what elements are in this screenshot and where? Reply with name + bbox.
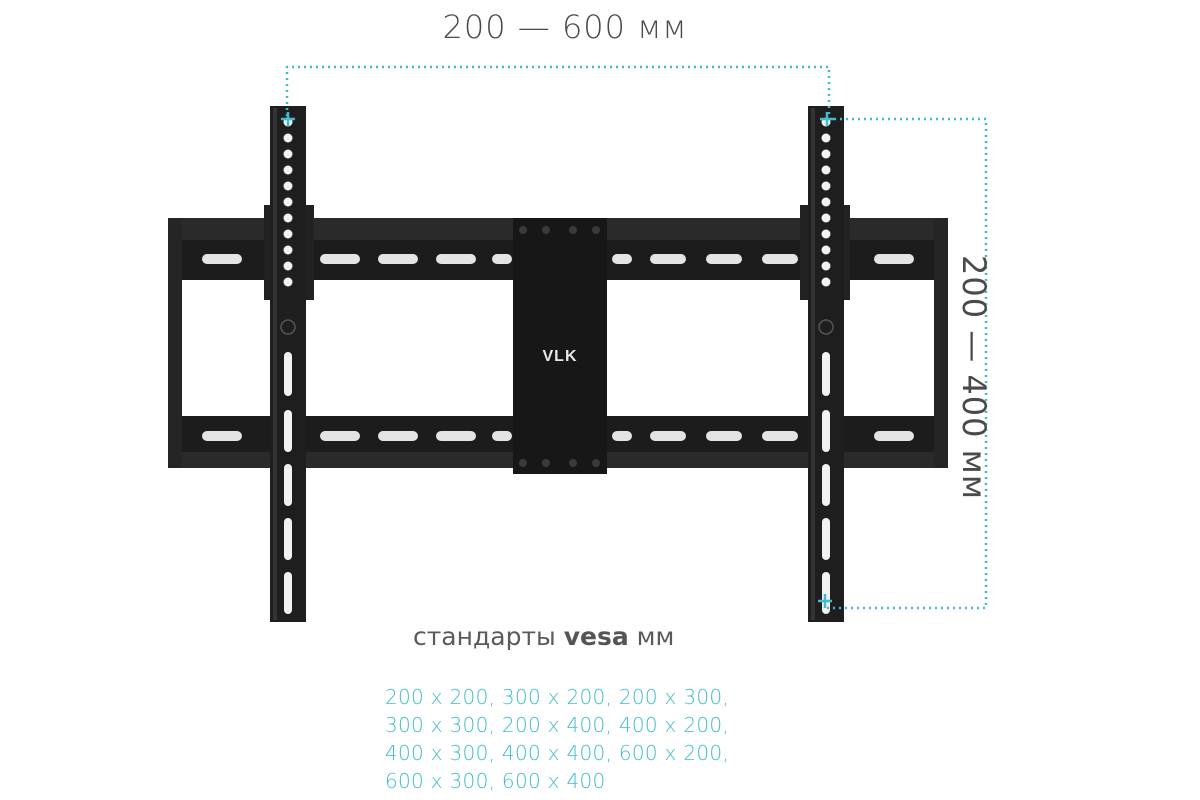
vesa-sizes-line: 200 x 200, 300 x 200, 200 x 300, [385,685,730,709]
vesa-sizes-line: 600 x 300, 600 x 400 [385,769,606,793]
mount-point-markers [281,112,834,608]
vesa-sizes-line: 300 x 300, 200 x 400, 400 x 200, [385,713,730,737]
heading-vesa: vesa [563,622,629,651]
right-vertical-bracket [800,106,850,622]
horizontal-dimension-label: 200 — 600 мм [442,8,688,46]
vesa-sizes-list: 200 x 200, 300 x 200, 200 x 300, 300 x 3… [385,683,729,795]
heading-suffix: мм [636,622,675,651]
vesa-sizes-line: 400 x 300, 400 x 400, 600 x 200, [385,741,730,765]
rail-slots [202,254,914,441]
brand-logo: VLK [543,348,578,365]
dimension-lines [285,65,988,610]
vesa-standards-heading: стандарты vesa мм [413,622,674,651]
center-plate: VLK [513,218,607,474]
vertical-dimension-label: 200 — 400 мм [955,255,993,500]
heading-prefix: стандарты [413,622,556,651]
left-vertical-bracket [264,106,314,622]
